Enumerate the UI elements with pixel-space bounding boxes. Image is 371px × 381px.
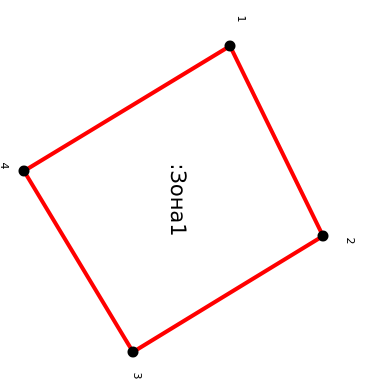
vertex-point-3 (127, 346, 139, 358)
vertex-point-4 (18, 165, 30, 177)
vertex-4: 4 (0, 163, 30, 177)
vertex-label-4: 4 (0, 163, 11, 170)
vertex-label-1: 1 (235, 16, 248, 23)
vertex-3: 3 (127, 346, 144, 380)
vertex-1: 1 (224, 16, 248, 52)
zone-label: :Зона1 (166, 163, 190, 236)
vertex-label-2: 2 (344, 238, 357, 245)
vertex-point-1 (224, 40, 236, 52)
vertex-point-2 (317, 230, 329, 242)
vertex-label-3: 3 (131, 373, 144, 380)
vertex-2: 2 (317, 230, 357, 245)
